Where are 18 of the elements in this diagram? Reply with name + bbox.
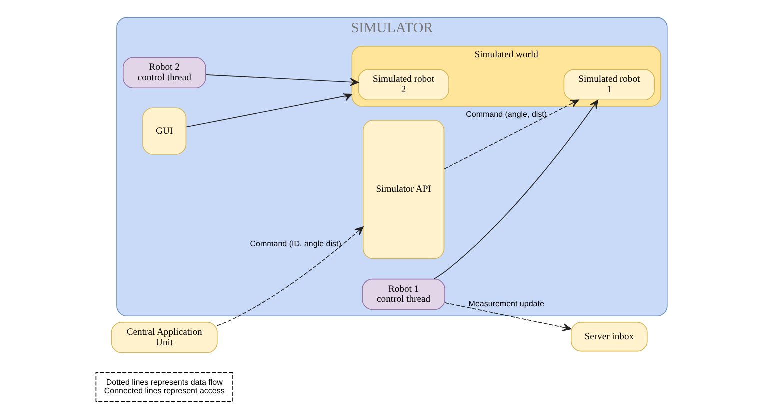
arrow bbox=[216, 226, 364, 326]
node-box: Simulated robot 1 bbox=[563, 69, 654, 100]
arrow bbox=[444, 302, 572, 332]
arrow bbox=[205, 74, 358, 86]
node-box: Central Application Unit bbox=[110, 322, 218, 354]
edge-label: Command (ID, angle dist) bbox=[250, 240, 341, 248]
node-box: Robot 1 control thread bbox=[362, 278, 445, 310]
node-box: Simulator API bbox=[362, 120, 444, 260]
node-box: Dotted lines represents data flow Connected lines represent access bbox=[95, 372, 233, 402]
arrow bbox=[433, 100, 598, 280]
node-box: GUI bbox=[142, 108, 186, 155]
node-box: Robot 2 control thread bbox=[122, 57, 206, 88]
node-box: Simulated robot 2 bbox=[358, 69, 449, 100]
arrow bbox=[185, 94, 352, 128]
edge-label: Command (angle, dist) bbox=[466, 110, 547, 119]
arrow bbox=[444, 100, 579, 170]
node-box: Server inbox bbox=[570, 322, 648, 352]
edge-label: Measurement update bbox=[468, 300, 544, 308]
